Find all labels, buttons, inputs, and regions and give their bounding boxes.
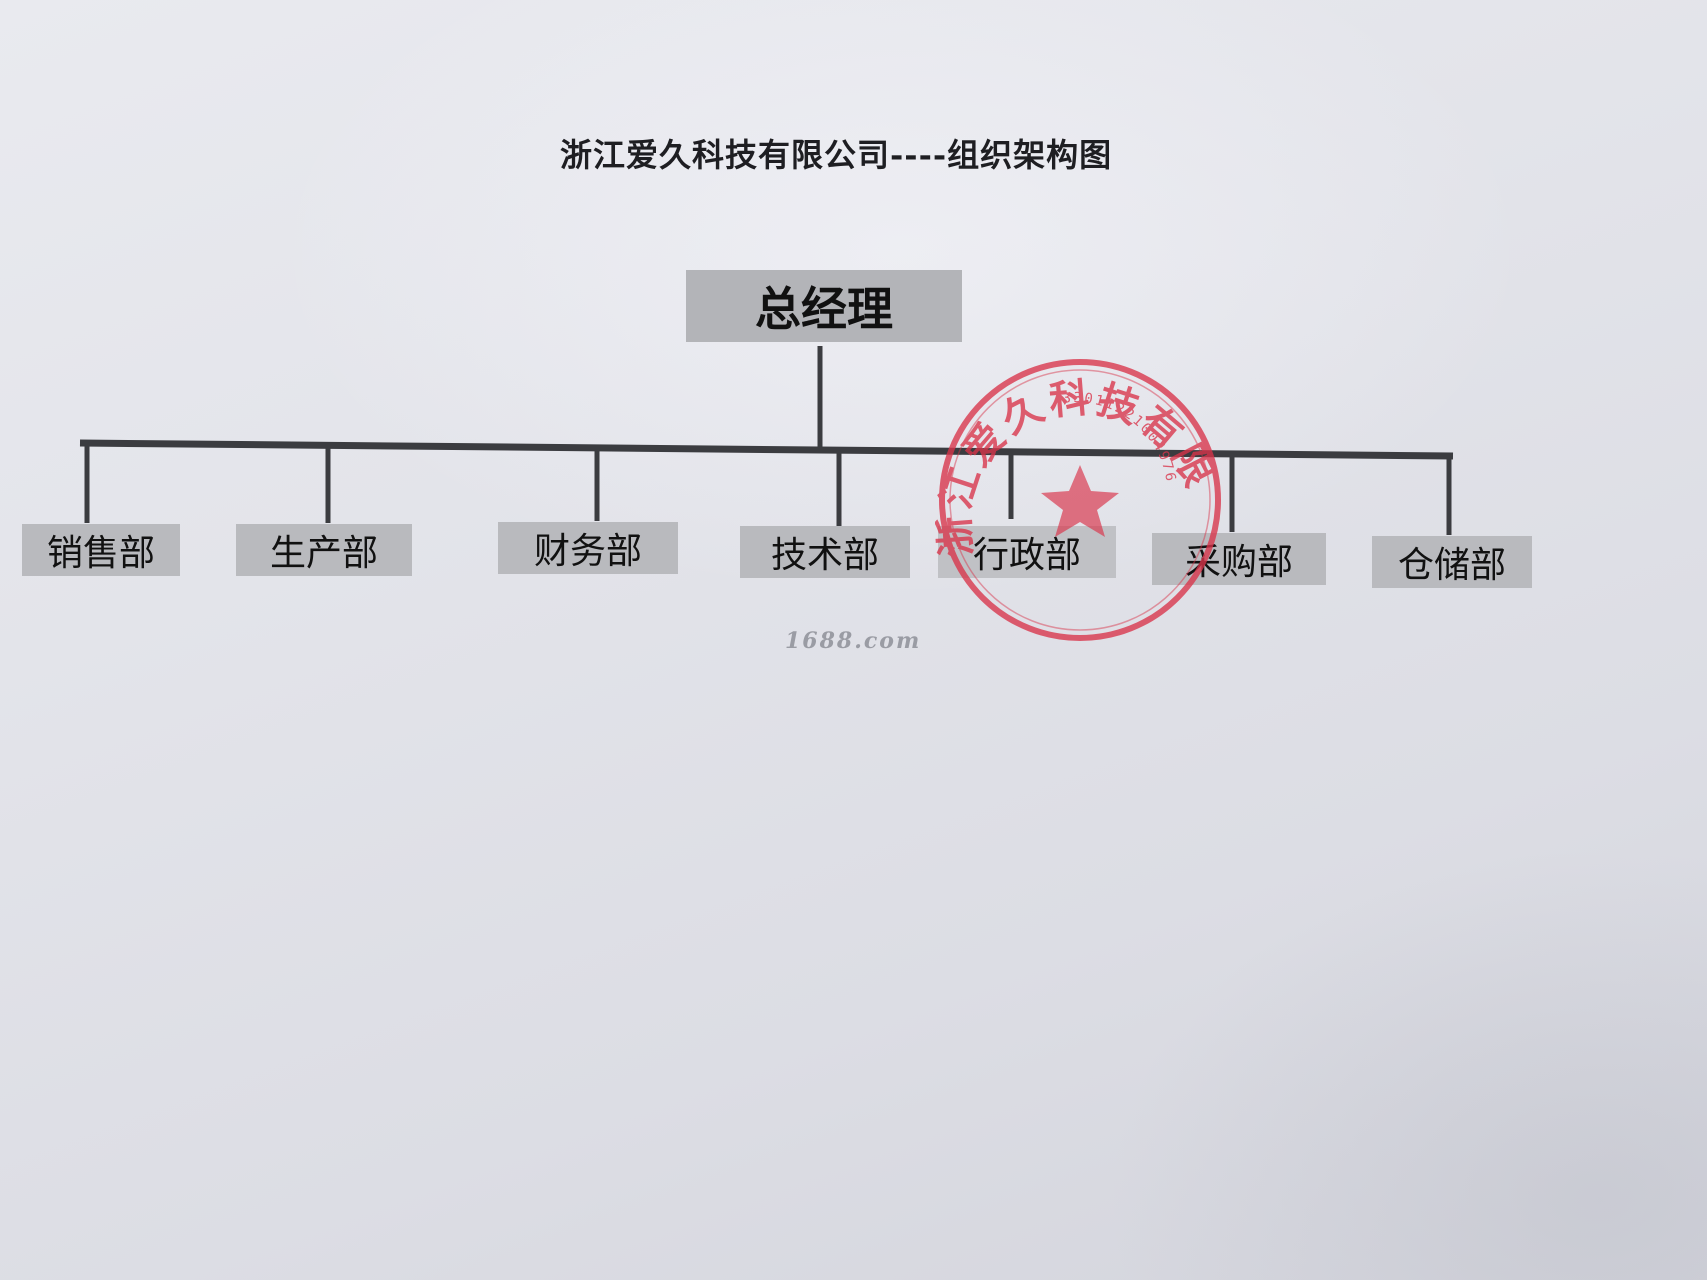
dept-box-tech: 技术部 — [740, 526, 910, 578]
svg-text:浙江爱久科技有限公司: 浙江爱久科技有限公司 — [935, 355, 1224, 558]
dept-box-sales: 销售部 — [22, 524, 180, 576]
general-manager-box: 总经理 — [686, 270, 962, 342]
watermark-text: 1688.com — [785, 628, 922, 654]
horizontal-bus — [79, 439, 1454, 460]
dept-box-admin: 行政部 — [938, 526, 1116, 578]
company-seal: 浙江爱久科技有限公司 33011221004976 — [935, 355, 1224, 641]
document-title: 浙江爱久科技有限公司----组织架构图 — [560, 136, 1113, 174]
dept-box-production: 生产部 — [236, 524, 412, 576]
seal-text: 浙江爱久科技有限公司 — [935, 355, 1220, 558]
seal-star-icon — [1041, 465, 1119, 537]
dept-box-storage: 仓储部 — [1372, 536, 1532, 588]
dept-box-finance: 财务部 — [498, 522, 678, 574]
